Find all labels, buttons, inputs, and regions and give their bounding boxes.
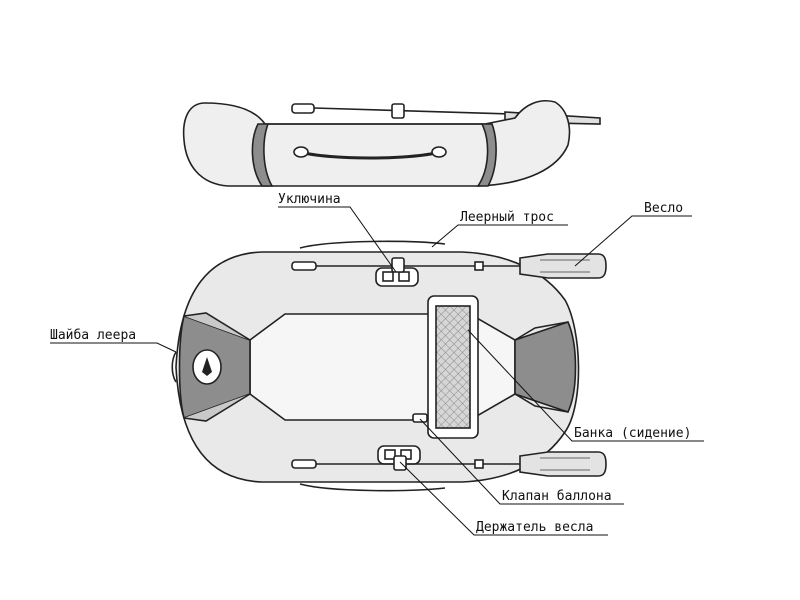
boat-top-view [171,240,607,492]
callout-seat: Банка (сидение) [467,329,704,442]
boat-side-view [182,100,601,187]
oar-top [291,253,607,279]
oarlock-bottom [377,445,421,465]
lifeline-washer-shape [171,349,222,385]
side-handle [293,146,447,160]
label-oar: Весло [644,201,683,216]
label-seat: Банка (сидение) [574,426,691,441]
label-lifeline-washer: Шайба леера [50,328,136,343]
valve [412,413,428,423]
seat [427,295,479,439]
callout-oar: Весло [574,201,692,267]
callout-valve: Клапан баллона [419,418,624,505]
lifeline-rope-top [299,240,446,249]
lifeline-rope-bottom [299,483,446,492]
oar-bottom [291,451,607,477]
callout-lifeline-washer: Шайба леера [50,328,177,353]
label-lifeline: Леерный трос [460,210,554,225]
callout-oar-holder: Держатель весла [399,461,608,536]
callout-oarlock: Уключина [278,192,397,273]
label-valve: Клапан баллона [502,489,612,504]
bow-panel [514,321,577,413]
callout-lifeline: Леерный трос [431,210,568,248]
label-oarlock: Уключина [278,192,341,207]
label-oar-holder: Держатель весла [476,520,593,535]
